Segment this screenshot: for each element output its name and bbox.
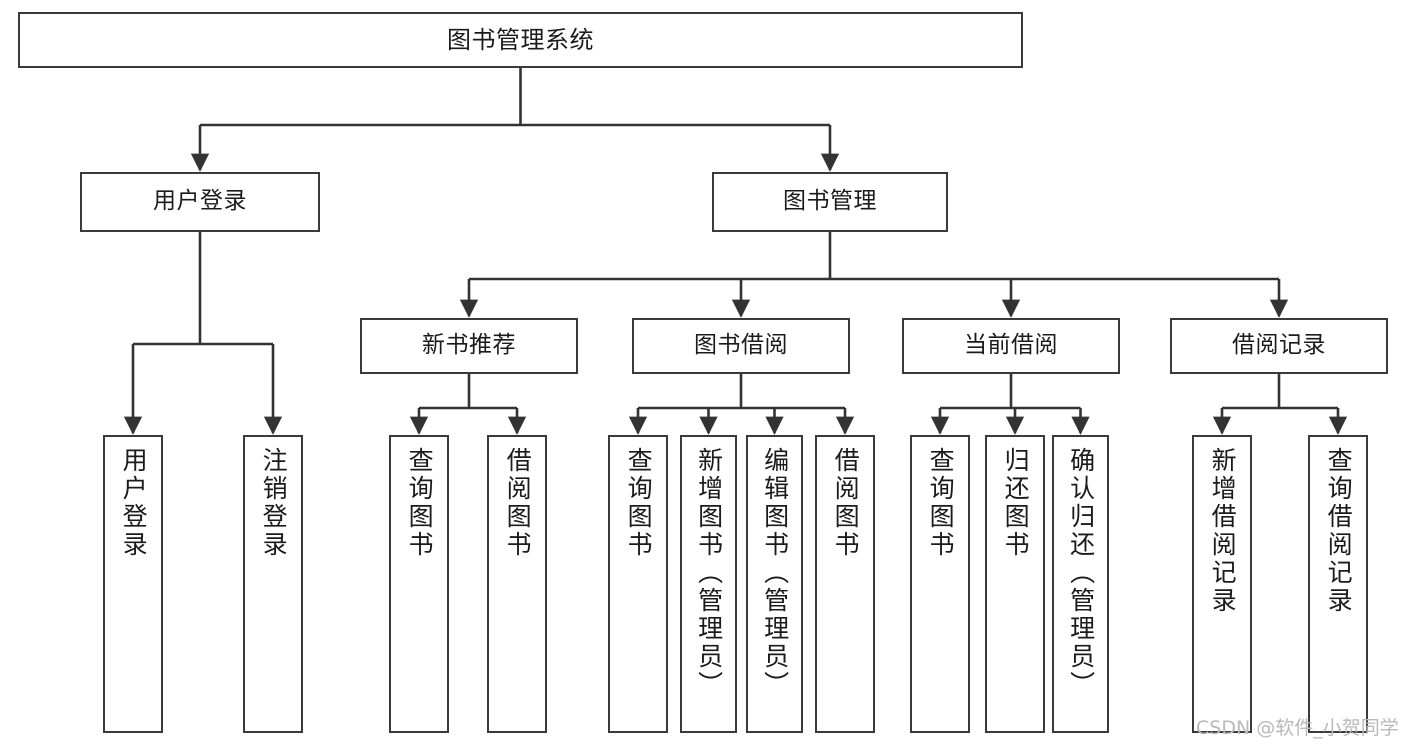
node-leaf-confirm-return-label: 确认归还（管理员） <box>1066 447 1096 699</box>
node-leaf-query-book-3[interactable]: 查询图书 <box>910 435 970 733</box>
node-leaf-edit-book[interactable]: 编辑图书（管理员） <box>746 435 803 733</box>
node-borrow-record[interactable]: 借阅记录 <box>1170 318 1388 374</box>
node-leaf-edit-book-label: 编辑图书（管理员） <box>760 447 790 699</box>
node-leaf-logout-label: 注销登录 <box>259 447 289 559</box>
node-leaf-borrow-book-1[interactable]: 借阅图书 <box>487 435 547 733</box>
node-current-borrow[interactable]: 当前借阅 <box>902 318 1120 374</box>
node-borrow-record-label: 借阅记录 <box>1232 332 1326 359</box>
node-leaf-return-book[interactable]: 归还图书 <box>985 435 1045 733</box>
node-book-manage-label: 图书管理 <box>783 188 877 215</box>
node-leaf-query-record[interactable]: 查询借阅记录 <box>1308 435 1368 733</box>
node-leaf-borrow-book-2-label: 借阅图书 <box>831 447 861 559</box>
node-book-borrow[interactable]: 图书借阅 <box>632 318 850 374</box>
node-leaf-query-book-2-label: 查询图书 <box>624 447 654 559</box>
node-leaf-add-book[interactable]: 新增图书（管理员） <box>680 435 737 733</box>
node-leaf-confirm-return[interactable]: 确认归还（管理员） <box>1052 435 1109 733</box>
node-leaf-return-book-label: 归还图书 <box>1001 447 1031 559</box>
node-leaf-logout[interactable]: 注销登录 <box>243 435 303 733</box>
node-leaf-query-book-3-label: 查询图书 <box>926 447 956 559</box>
node-user-login[interactable]: 用户登录 <box>80 172 320 232</box>
node-book-borrow-label: 图书借阅 <box>694 332 788 359</box>
node-leaf-query-book-1[interactable]: 查询图书 <box>389 435 449 733</box>
node-leaf-add-book-label: 新增图书（管理员） <box>694 447 724 699</box>
node-leaf-add-record[interactable]: 新增借阅记录 <box>1192 435 1252 733</box>
node-user-login-label: 用户登录 <box>153 188 247 215</box>
node-root[interactable]: 图书管理系统 <box>18 12 1023 68</box>
node-leaf-user-login-label: 用户登录 <box>119 447 149 559</box>
node-leaf-borrow-book-1-label: 借阅图书 <box>503 447 533 559</box>
node-leaf-user-login[interactable]: 用户登录 <box>103 435 163 733</box>
node-book-manage[interactable]: 图书管理 <box>712 172 948 232</box>
csdn-watermark: CSDN @软件_小贺同学 <box>1196 717 1399 739</box>
node-leaf-query-record-label: 查询借阅记录 <box>1324 447 1354 615</box>
node-leaf-add-record-label: 新增借阅记录 <box>1208 447 1238 615</box>
node-current-borrow-label: 当前借阅 <box>964 332 1058 359</box>
node-new-book-rec-label: 新书推荐 <box>422 332 516 359</box>
node-new-book-rec[interactable]: 新书推荐 <box>360 318 578 374</box>
node-leaf-query-book-1-label: 查询图书 <box>405 447 435 559</box>
node-leaf-query-book-2[interactable]: 查询图书 <box>608 435 668 733</box>
node-leaf-borrow-book-2[interactable]: 借阅图书 <box>815 435 875 733</box>
node-root-label: 图书管理系统 <box>447 25 594 54</box>
